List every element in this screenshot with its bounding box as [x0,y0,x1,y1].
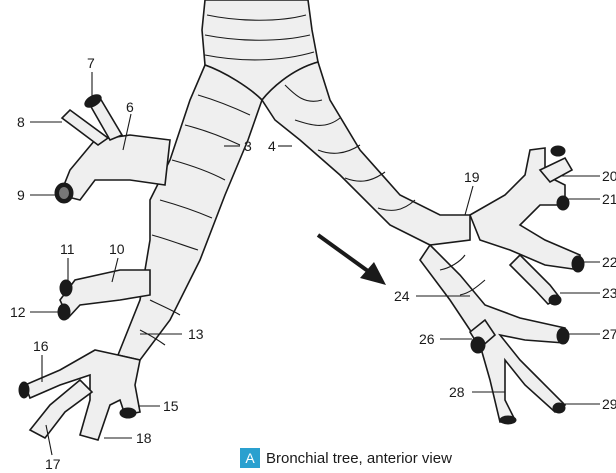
left-main-bronchus [261,61,471,246]
label-21: 21 [602,191,616,207]
label-22: 22 [602,254,616,270]
leader-lines [30,72,600,456]
label-17: 17 [45,456,61,472]
right-main-bronchus [116,63,263,361]
label-20: 20 [602,168,616,184]
annotation-arrow [316,233,386,285]
label-27: 27 [602,326,616,342]
label-29: 28 [449,384,465,400]
label-15: 15 [163,398,179,414]
label-13: 13 [188,326,204,342]
figure-caption: A Bronchial tree, anterior view [240,447,452,469]
label-3: 3 [244,138,252,154]
label-24: 24 [394,288,410,304]
left-upper-lobe-bronchus [468,147,581,271]
caption-badge: A [240,448,260,468]
left-upper-apicoposterior [538,156,574,184]
label-9: 9 [17,187,25,203]
posterior-branch [60,108,110,146]
cartilage-rings [139,14,486,346]
right-upper-lobe-bronchus [58,134,171,201]
label-7: 7 [87,55,95,71]
label-11: 11 [60,241,75,257]
label-12: 12 [10,304,26,320]
bronchial-openings [18,94,585,425]
label-16: 16 [33,338,49,354]
label-8: 8 [17,114,25,130]
label-18: 18 [136,430,152,446]
label-4: 4 [268,138,276,154]
label-23: 23 [602,285,616,301]
caption-text: Bronchial tree, anterior view [266,449,452,467]
label-6: 6 [126,99,134,115]
lateral-basal-branch [28,378,94,440]
label-19: 19 [464,169,480,185]
label-28: 29 [602,396,616,412]
label-10: 10 [109,241,125,257]
left-lingular-branch [508,253,562,305]
label-26: 26 [419,331,435,347]
number-labels: 3 4 6 7 8 9 10 11 12 13 15 16 17 18 19 2… [10,55,616,472]
